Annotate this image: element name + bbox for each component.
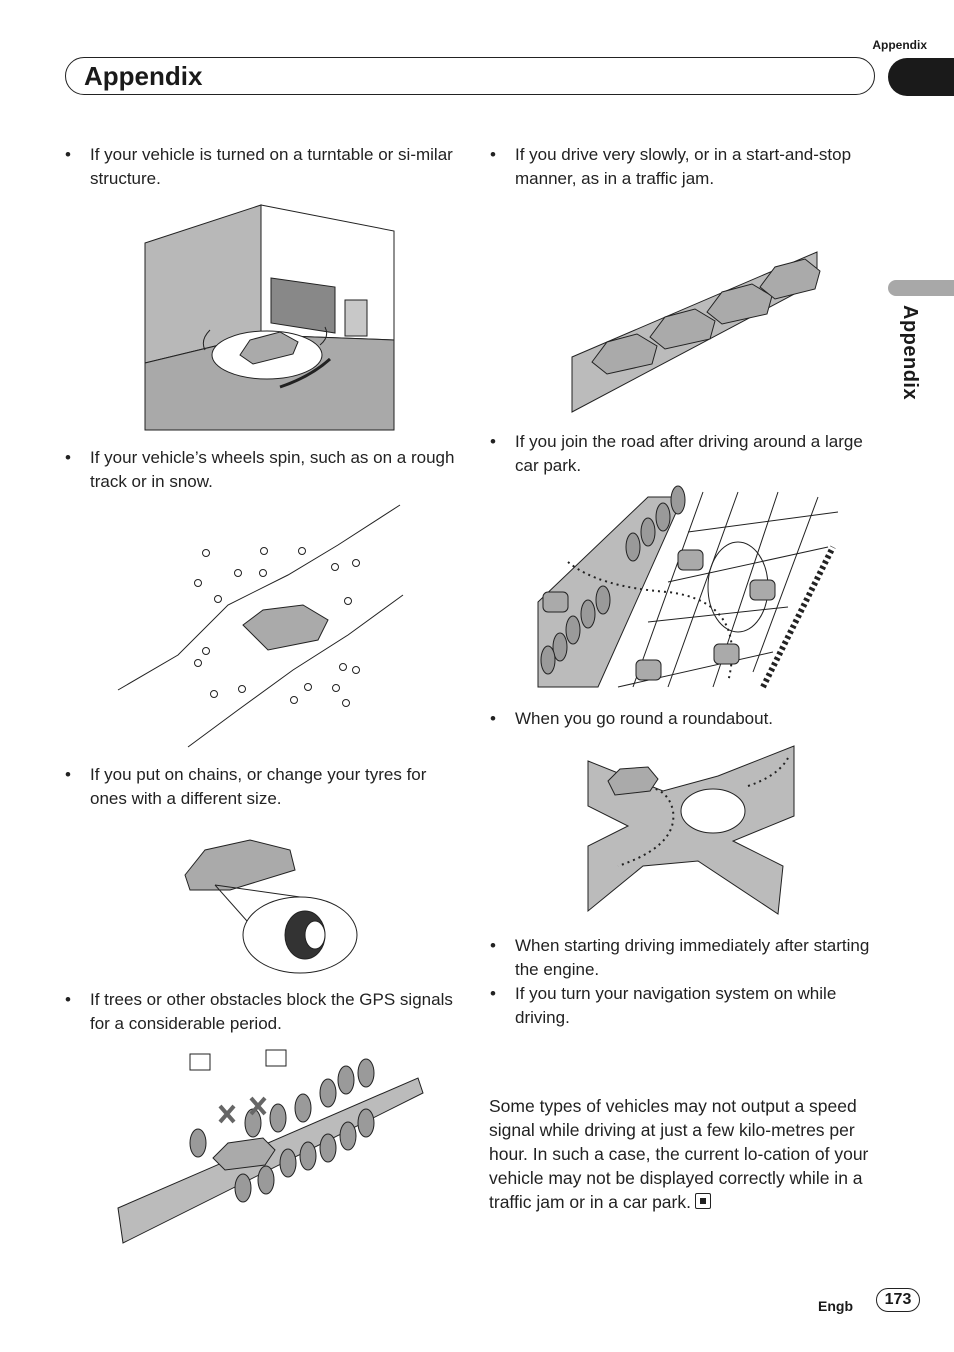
car-park-illustration (537, 485, 839, 689)
bullet-traffic-jam: If you drive very slowly, or in a start-… (490, 143, 875, 191)
title-tab-marker (888, 58, 954, 96)
roundabout-illustration (587, 745, 795, 915)
footer-language-code: Engb (818, 1298, 853, 1314)
bullet-chains: If you put on chains, or change your tyr… (65, 763, 465, 811)
running-header: Appendix (872, 38, 927, 52)
bullet-car-park: If you join the road after driving aroun… (490, 430, 875, 478)
bullet-turntable: If your vehicle is turned on a turntable… (65, 143, 465, 191)
turntable-illustration (144, 204, 395, 431)
tyre-chain-illustration (184, 839, 358, 974)
bullet-nav-on-driving: If you turn your navigation system on wh… (490, 982, 875, 1030)
bullet-gps-blocked: If trees or other obstacles block the GP… (65, 988, 465, 1036)
bullet-roundabout: When you go round a roundabout. (490, 707, 875, 731)
section-title: Appendix (84, 61, 203, 91)
end-of-section-icon (694, 1193, 711, 1209)
bullet-engine-start: When starting driving immediately after … (490, 934, 875, 982)
snow-track-illustration (117, 504, 404, 748)
gps-trees-illustration (117, 1049, 424, 1244)
bullet-wheel-spin: If your vehicle’s wheels spin, such as o… (65, 446, 465, 494)
traffic-jam-illustration (571, 251, 821, 413)
side-section-label: Appendix (899, 305, 921, 401)
speed-signal-paragraph: Some types of vehicles may not output a … (489, 1094, 884, 1214)
paragraph-text: Some types of vehicles may not output a … (489, 1096, 869, 1212)
page-number: 173 (876, 1288, 920, 1312)
side-tab-marker (888, 280, 954, 296)
section-title-bar: Appendix (65, 57, 875, 95)
